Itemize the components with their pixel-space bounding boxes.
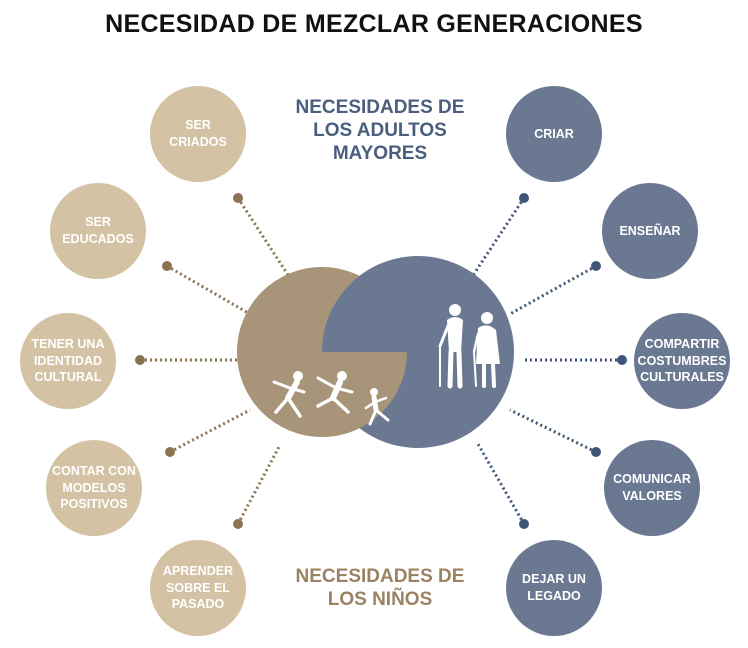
venn-overlap (237, 352, 407, 437)
kids-need-bubble: CONTAR CON MODELOS POSITIVOS (46, 440, 142, 536)
elders-need-bubble: COMPARTIR COSTUMBRES CULTURALES (634, 313, 730, 409)
page-title: NECESIDAD DE MEZCLAR GENERACIONES (105, 10, 643, 38)
elders-need-bubble: CRIAR (506, 86, 602, 182)
elders-needs-heading: NECESIDADES DE LOS ADULTOS MAYORES (295, 97, 465, 164)
kids-needs-heading: NECESIDADES DE LOS NIÑOS (295, 566, 465, 610)
kids-need-bubble: APRENDER SOBRE EL PASADO (150, 540, 246, 636)
kids-need-bubble: TENER UNA IDENTIDAD CULTURAL (20, 313, 116, 409)
elders-need-bubble: COMUNICAR VALORES (604, 440, 700, 536)
kids-connector-dot (233, 193, 243, 203)
elderly-couple-with-canes-icon (438, 304, 500, 389)
elders-connector-dot (519, 193, 529, 203)
elders-connector-dot (617, 355, 627, 365)
kids-connector-dot (135, 355, 145, 365)
kids-connector-dot (162, 261, 172, 271)
kids-connector-dot (233, 519, 243, 529)
kids-need-bubble: SER EDUCADOS (50, 183, 146, 279)
elders-need-bubble: ENSEÑAR (602, 183, 698, 279)
kids-need-bubble: SER CRIADOS (150, 86, 246, 182)
elders-connector-dot (519, 519, 529, 529)
elders-need-bubble: DEJAR UN LEGADO (506, 540, 602, 636)
elders-connector-dot (591, 261, 601, 271)
kids-connector-dot (165, 447, 175, 457)
elders-connector-dot (591, 447, 601, 457)
children-playing-icon (272, 371, 390, 426)
